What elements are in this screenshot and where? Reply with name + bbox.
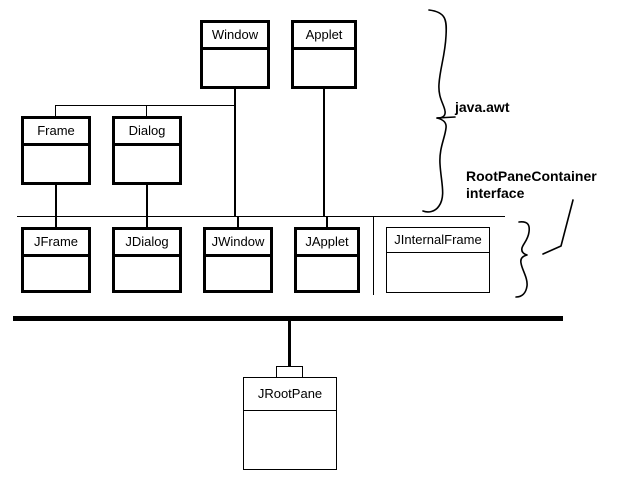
class-name-frame: Frame: [24, 119, 88, 146]
connector-frame-dialog-bar: [55, 105, 236, 106]
connector-jdialog-stub: [146, 216, 148, 227]
annotation-rootpanecontainer-line1: RootPaneContainer: [466, 168, 597, 184]
class-name-applet: Applet: [294, 23, 354, 50]
class-box-jwindow: JWindow: [203, 227, 273, 293]
class-name-jrootpane: JRootPane: [244, 378, 336, 411]
class-name-jinternalframe: JInternalFrame: [387, 228, 489, 253]
annotation-rootpanecontainer-line2: interface: [466, 185, 525, 201]
connector-frame-stub: [55, 105, 56, 116]
awt-swing-separator-line: [17, 216, 505, 217]
class-box-window: Window: [200, 20, 270, 89]
rootpanecontainer-leader-line: [542, 199, 574, 255]
class-name-window: Window: [203, 23, 267, 50]
java-awt-brace: [422, 9, 456, 213]
class-box-frame: Frame: [21, 116, 91, 185]
annotation-java-awt: java.awt: [455, 99, 510, 115]
connector-window-down: [234, 89, 236, 216]
connector-dialog-stub: [146, 105, 147, 116]
group-divider-line: [373, 216, 374, 295]
class-box-dialog: Dialog: [112, 116, 182, 185]
connector-jrootpane-down: [288, 321, 291, 367]
connector-frame-down: [55, 185, 57, 216]
connector-jwindow-stub: [237, 216, 239, 227]
class-name-jframe: JFrame: [24, 230, 88, 257]
class-box-jinternalframe: JInternalFrame: [386, 227, 490, 293]
connector-applet-down: [323, 89, 325, 216]
class-box-applet: Applet: [291, 20, 357, 89]
class-name-jwindow: JWindow: [206, 230, 270, 257]
rootpane-base-rule: [13, 316, 563, 321]
connector-jframe-stub: [55, 216, 57, 227]
class-box-japplet: JApplet: [294, 227, 360, 293]
rootpanecontainer-brace: [515, 221, 531, 298]
class-box-jdialog: JDialog: [112, 227, 182, 293]
class-name-dialog: Dialog: [115, 119, 179, 146]
class-box-jframe: JFrame: [21, 227, 91, 293]
class-name-japplet: JApplet: [297, 230, 357, 257]
connector-dialog-down: [146, 185, 148, 216]
connector-japplet-stub: [326, 216, 328, 227]
class-name-jdialog: JDialog: [115, 230, 179, 257]
class-box-jrootpane: JRootPane: [243, 377, 337, 470]
